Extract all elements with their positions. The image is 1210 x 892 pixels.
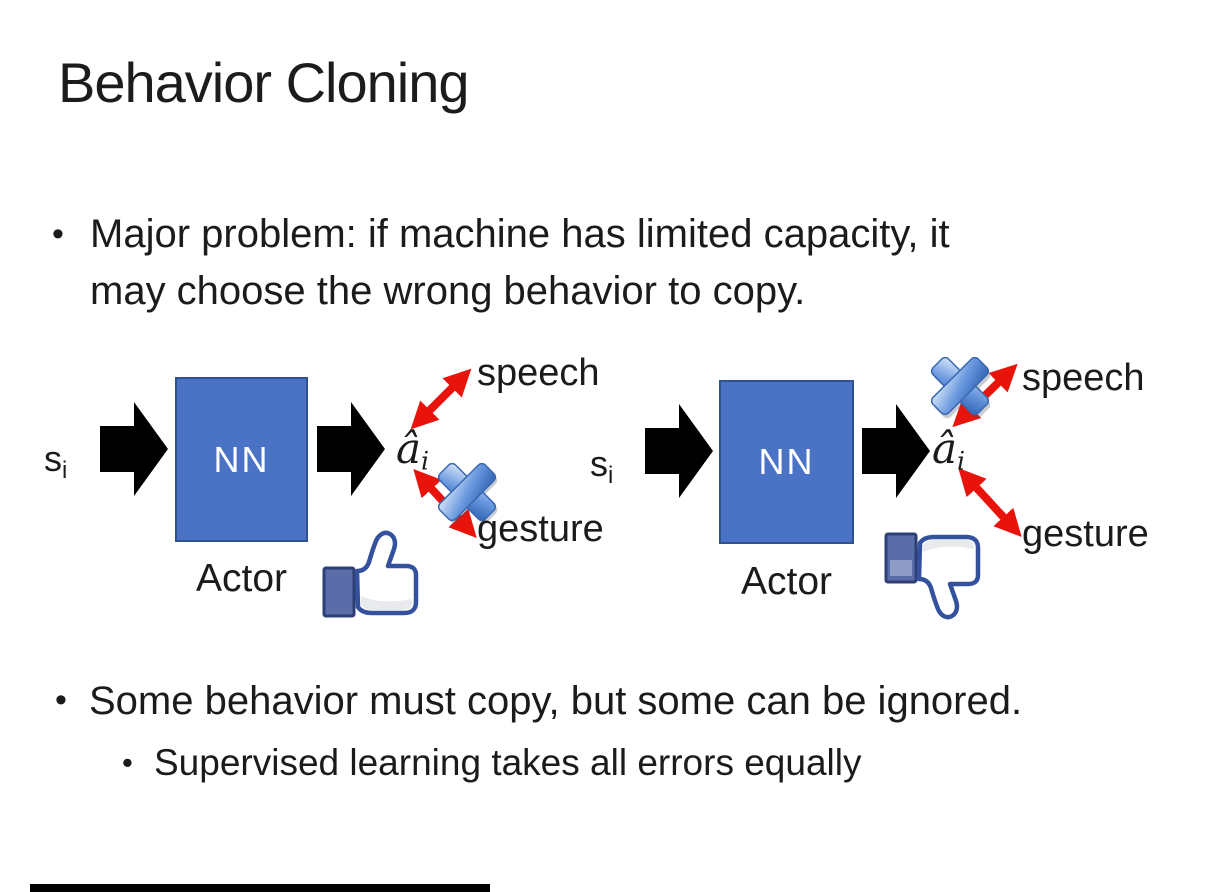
nn-box-label-left: NN [213,438,270,480]
input-arrow [100,402,168,496]
input-arrow [645,404,713,498]
bullet-major-problem-text: Major problem: if machine has limited ca… [90,212,950,313]
bullet-major-problem: • Major problem: if machine has limited … [52,206,1132,320]
thumbs-down-icon [884,532,981,620]
bullet-supervised-learning: • Supervised learning takes all errors e… [122,738,1162,788]
nn-box-label-right: NN [758,441,815,482]
output-arrow [862,404,930,498]
bullet-glyph: • [55,681,67,719]
bullet-glyph: • [122,745,133,780]
input-state-label-left: si [44,438,68,485]
output-arrow [317,402,385,496]
bullet-supervised-learning-text: Supervised learning takes all errors equ… [154,742,862,783]
thumbs-up-icon [322,530,419,618]
bullet-some-behavior-text: Some behavior must copy, but some can be… [89,679,1023,723]
gesture-label-left: gesture [477,508,604,550]
bullet-glyph: • [52,215,64,253]
output-action-label-right: âi [932,424,966,476]
actor-label-left: Actor [195,557,288,600]
speech-label-right: speech [1022,357,1145,399]
actor-label-right: Actor [740,560,833,603]
bullet-some-behavior: • Some behavior must copy, but some can … [55,674,1175,728]
diagram-right [645,354,1022,620]
speech-label-left: speech [477,352,600,394]
nn-box [719,380,854,544]
gesture-label-right: gesture [1022,513,1149,555]
diagram-left [100,368,500,618]
gesture-arrow [958,467,1022,538]
slide-title: Behavior Cloning [58,51,469,114]
bottom-partial-bar [30,884,490,892]
speech-arrow [410,368,472,430]
output-action-label-left: âi [396,424,430,476]
input-state-label-right: si [590,443,614,490]
nn-box [175,377,308,542]
